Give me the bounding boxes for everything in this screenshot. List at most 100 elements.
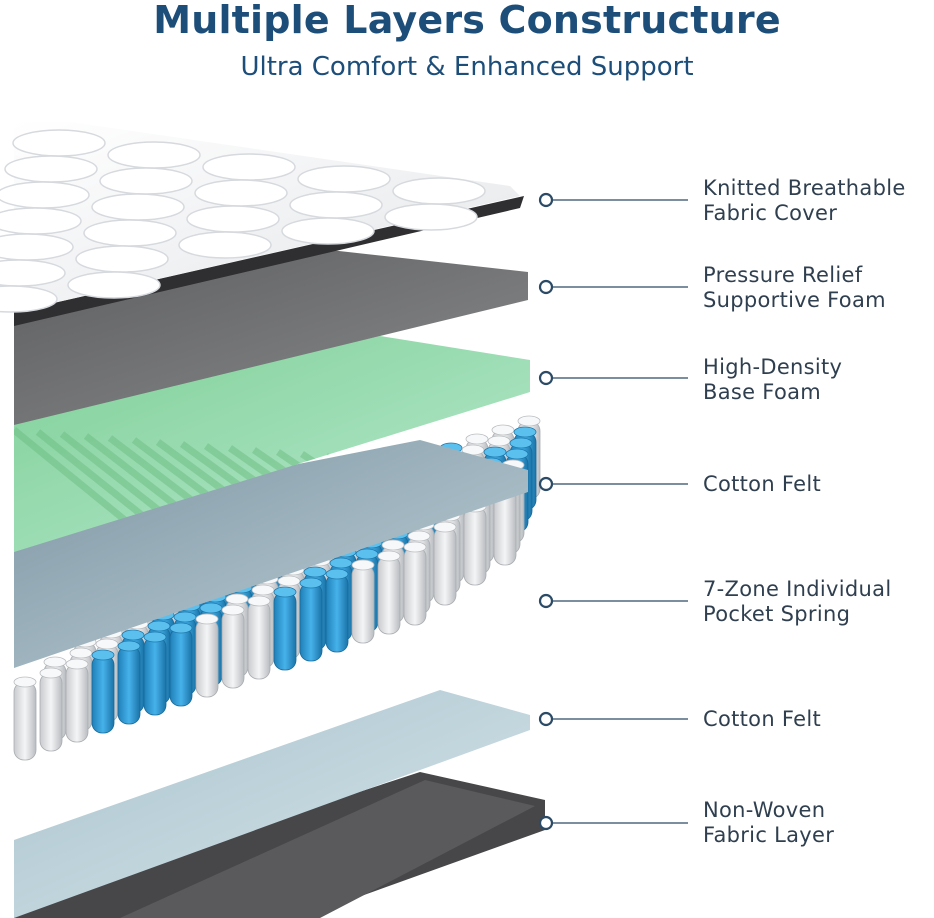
label-line: 7-Zone Individual <box>703 577 892 601</box>
quilt-cell <box>384 203 478 231</box>
spring-top <box>91 649 115 661</box>
spring-top <box>13 676 37 688</box>
page-title: Multiple Layers Constructure <box>153 0 781 42</box>
spring-top <box>329 557 353 569</box>
spring-top <box>117 640 141 652</box>
spring-top <box>325 568 349 580</box>
spring-top <box>247 595 271 607</box>
spring-blue <box>143 636 167 716</box>
spring-top <box>377 550 401 562</box>
label-fabric-cover: Knitted Breathable Fabric Cover <box>703 176 931 226</box>
spring-blue <box>91 654 115 734</box>
connector-dot <box>538 593 554 609</box>
connector-dot <box>538 815 554 831</box>
spring-top <box>69 647 93 659</box>
spring-top <box>303 566 327 578</box>
spring-white <box>221 609 245 689</box>
spring-blue <box>325 573 349 653</box>
label-line: Base Foam <box>703 380 822 404</box>
spring-blue <box>273 591 297 671</box>
label-line: Cotton Felt <box>703 472 822 496</box>
connector-dot <box>538 192 554 208</box>
spring-white <box>351 564 375 644</box>
spring-white <box>403 546 427 626</box>
spring-white <box>65 663 89 743</box>
connector-dot <box>538 476 554 492</box>
quilt-cell <box>392 177 486 205</box>
spring-top <box>121 629 145 641</box>
non-woven-layer-top <box>120 780 535 918</box>
label-line: Non-Woven <box>703 798 826 822</box>
spring-top <box>513 426 537 438</box>
spring-top <box>487 435 511 447</box>
quilt-cell <box>178 231 272 259</box>
spring-top <box>147 620 171 632</box>
spring-top <box>95 638 119 650</box>
label-line: Supportive Foam <box>703 288 886 312</box>
quilt-cell <box>289 191 383 219</box>
spring-top <box>381 539 405 551</box>
spring-white <box>247 600 271 680</box>
spring-top <box>43 656 67 668</box>
quilt-cell <box>281 217 375 245</box>
label-line: Pocket Spring <box>703 602 851 626</box>
label-line: Fabric Cover <box>703 201 838 225</box>
connector-dot <box>538 711 554 727</box>
quilt-cell <box>186 205 280 233</box>
spring-top <box>169 622 193 634</box>
quilt-cell <box>0 233 74 261</box>
quilt-cell <box>91 193 185 221</box>
spring-top <box>407 530 431 542</box>
page-subtitle: Ultra Comfort & Enhanced Support <box>240 52 694 82</box>
quilt-cell <box>99 167 193 195</box>
spring-top <box>225 593 249 605</box>
spring-top <box>491 424 515 436</box>
quilt-cell <box>75 245 169 273</box>
label-line: Cotton Felt <box>703 707 822 731</box>
spring-top <box>199 602 223 614</box>
spring-top <box>221 604 245 616</box>
spring-top <box>39 667 63 679</box>
label-line: Knitted Breathable <box>703 176 906 200</box>
spring-top <box>65 658 89 670</box>
spring-top <box>403 541 427 553</box>
quilt-cell <box>194 179 288 207</box>
label-cotton-felt-upper: Cotton Felt <box>703 472 931 497</box>
spring-white <box>377 555 401 635</box>
spring-white <box>433 526 457 606</box>
quilt-cell <box>107 141 201 169</box>
label-non-woven: Non-Woven Fabric Layer <box>703 798 931 848</box>
spring-top <box>195 613 219 625</box>
spring-white <box>195 618 219 698</box>
quilt-pattern <box>0 129 486 313</box>
spring-blue <box>117 645 141 725</box>
quilt-cell <box>83 219 177 247</box>
spring-top <box>351 559 375 571</box>
spring-top <box>277 575 301 587</box>
spring-top <box>483 446 507 458</box>
quilt-cell <box>12 129 106 157</box>
spring-top <box>433 521 457 533</box>
label-pocket-spring: 7-Zone Individual Pocket Spring <box>703 577 931 627</box>
label-cotton-felt-lower: Cotton Felt <box>703 707 931 732</box>
quilt-cell <box>202 153 296 181</box>
label-line: Pressure Relief <box>703 263 863 287</box>
spring-top <box>505 448 529 460</box>
spring-blue <box>299 582 323 662</box>
quilt-cell <box>0 181 90 209</box>
quilt-cell <box>67 271 161 299</box>
spring-top <box>299 577 323 589</box>
connector-dot <box>538 370 554 386</box>
spring-top <box>465 433 489 445</box>
spring-top <box>355 548 379 560</box>
quilt-cell <box>297 165 391 193</box>
quilt-cell <box>0 207 82 235</box>
spring-blue <box>169 627 193 707</box>
spring-white <box>13 681 37 761</box>
label-base-foam: High-Density Base Foam <box>703 355 931 405</box>
spring-top <box>273 586 297 598</box>
spring-top <box>173 611 197 623</box>
label-line: High-Density <box>703 355 843 379</box>
spring-white <box>39 672 63 752</box>
